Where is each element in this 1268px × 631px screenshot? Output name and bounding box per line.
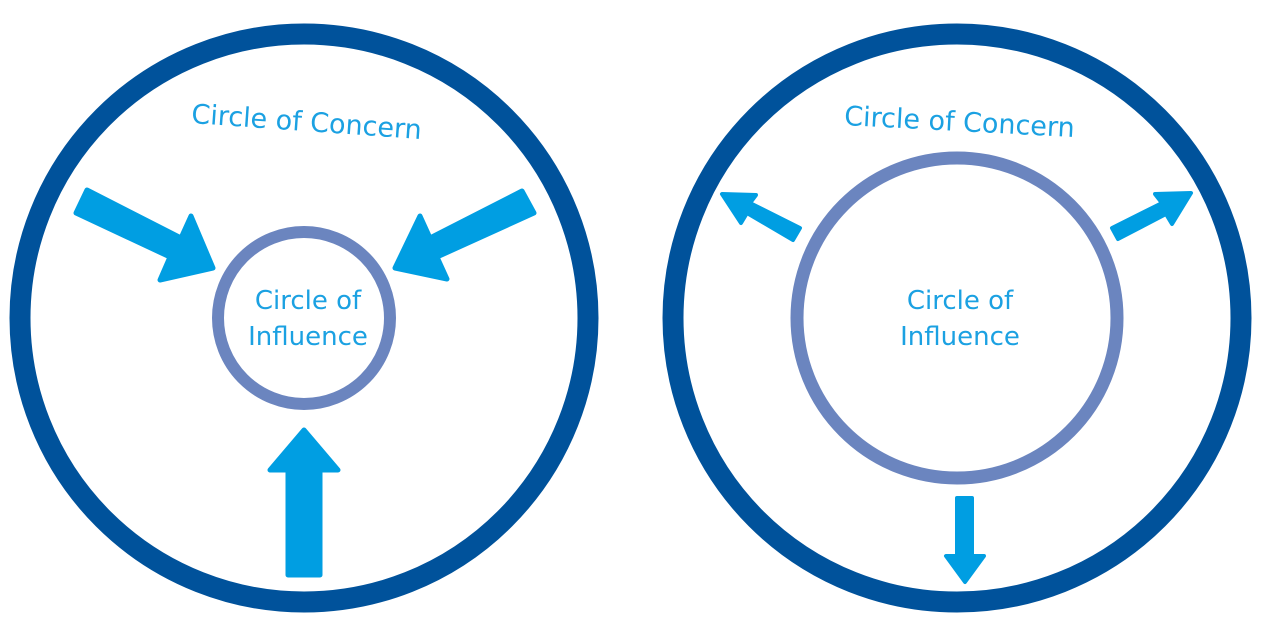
left-diagram: Circle of Concern Circle of Influence [9,23,599,613]
circle-of-influence-label-right-line2: Influence [900,322,1020,352]
arrow-outward-right [1110,191,1193,241]
arrow-outward-left [720,192,802,242]
arrow-outward-bottom [944,496,986,584]
circle-of-influence-label-right-line1: Circle of [907,286,1014,316]
circle-of-concern-right [662,23,1252,613]
circle-of-influence-left [212,226,396,410]
circle-of-concern-label-right: Circle of Concern [843,101,1075,144]
arrow-inward-bottom [267,427,341,578]
right-diagram: Circle of Concern Circle of Influence [662,23,1252,613]
circle-of-influence-right [790,151,1124,485]
circle-of-influence-label-left-line2: Influence [248,322,368,352]
circle-of-concern-left [9,23,599,613]
circle-of-influence-label-left-line1: Circle of [255,286,362,316]
circle-of-concern-label-left: Circle of Concern [190,99,422,146]
arrow-inward-upper-right [392,188,537,282]
arrow-inward-upper-left [73,187,216,283]
